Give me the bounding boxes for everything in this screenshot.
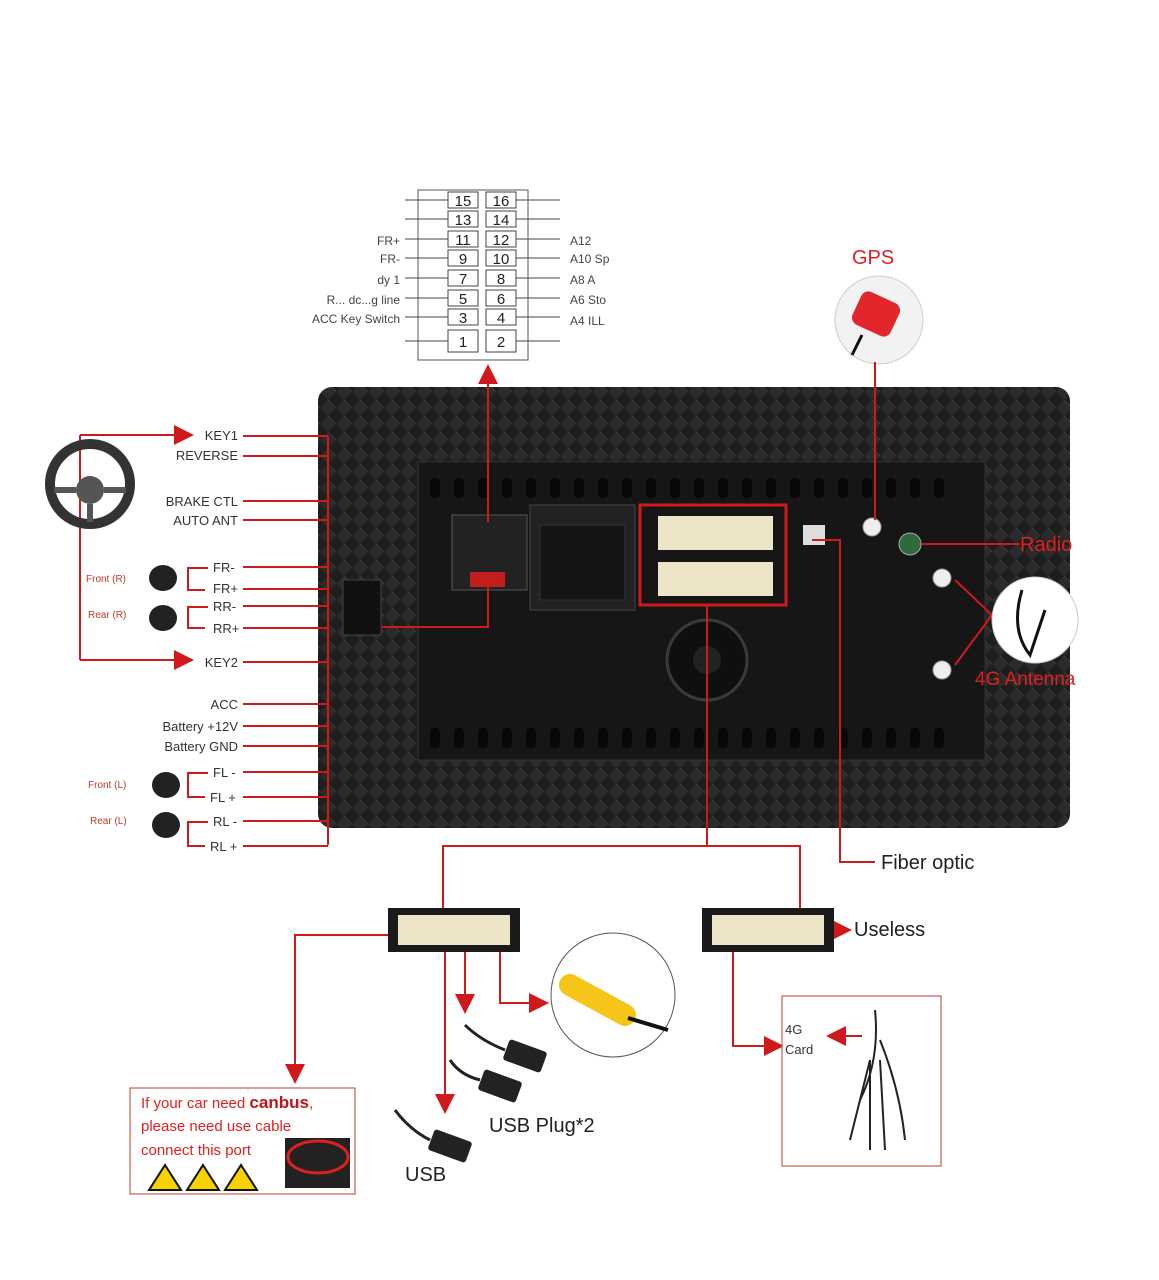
wire-label: FR-	[213, 560, 235, 575]
wire-label: FR+	[213, 581, 238, 596]
wire-label: ACC	[211, 697, 238, 712]
usb-plug-icon	[428, 1039, 547, 1163]
canbus-note: If your car need canbus, please need use…	[129, 1087, 356, 1195]
pin-number: 10	[493, 251, 510, 268]
speaker-label: Rear (L)	[90, 816, 127, 827]
highlight-main-port	[638, 503, 788, 607]
canbus-line3: connect this port	[141, 1142, 252, 1159]
fiber-optic-label: Fiber optic	[881, 852, 974, 874]
pin-number: 15	[455, 193, 472, 210]
wire-label: Battery GND	[164, 739, 238, 754]
radio-label: Radio	[1020, 534, 1072, 556]
speaker-label: Rear (R)	[88, 610, 126, 621]
wire-label: RR+	[213, 621, 239, 636]
pin-number: 11	[455, 232, 471, 249]
card-4g-label: 4G	[785, 1022, 802, 1037]
svg-text:If your car need canbus,: If your car need canbus,	[141, 1093, 313, 1112]
wire-label: BRAKE CTL	[166, 494, 238, 509]
canbus-line2: please need use cable	[141, 1118, 291, 1135]
antenna-4g-label: 4G Antenna	[975, 669, 1076, 690]
pin-label-left: dy 1	[377, 273, 400, 287]
pin-number: 5	[459, 291, 467, 308]
usb-label: USB	[405, 1164, 446, 1186]
canbus-suffix: ,	[309, 1095, 313, 1112]
canbus-bold: canbus	[249, 1093, 309, 1112]
wire-label: KEY1	[205, 428, 238, 443]
pin-label-left: FR-	[380, 252, 400, 266]
pin-number: 4	[497, 310, 505, 327]
canbus-line1: If your car need	[141, 1095, 249, 1112]
useless-label: Useless	[854, 919, 925, 941]
pin-number: 6	[497, 291, 505, 308]
card-4g-box	[781, 995, 942, 1167]
pin-number: 16	[493, 193, 510, 210]
wire-label: FL +	[210, 790, 236, 805]
wire-label: KEY2	[205, 655, 238, 670]
pin-number: 12	[493, 232, 510, 249]
cable-harness-icon	[849, 1009, 906, 1151]
pin-label-right: A12	[570, 234, 592, 248]
pin-label-left: FR+	[377, 234, 400, 248]
pin-label-right: A8 A	[570, 273, 595, 287]
speaker-icon	[149, 565, 180, 838]
usb-plug-label: USB Plug*2	[489, 1115, 595, 1137]
pin-number: 8	[497, 271, 505, 288]
pin-label-right: A6 Sto	[570, 293, 606, 307]
steering-wheel-icon	[45, 439, 135, 529]
pin-label-right: A4 ILL	[570, 314, 605, 328]
pin-label-right: A10 Sp	[570, 252, 610, 266]
wire-label: Battery +12V	[162, 719, 238, 734]
wire-label: REVERSE	[176, 448, 238, 463]
wire-label: RL +	[210, 839, 237, 854]
pin-number: 1	[459, 334, 467, 351]
pin-label-left: ACC Key Switch	[312, 312, 400, 326]
connector-pinout: 15 13 11 9 7 5 3 1 16 14 12 10 8 6 4 2 FR+ FR- dy 1 R..…	[312, 189, 610, 361]
pin-number: 7	[459, 271, 467, 288]
pin-number: 9	[459, 251, 467, 268]
wire-label: RR-	[213, 599, 236, 614]
gps-label: GPS	[852, 247, 894, 269]
head-unit-rear-panel	[318, 387, 1070, 828]
speaker-label: Front (R)	[86, 574, 126, 585]
wire-label: FL -	[213, 765, 236, 780]
pin-number: 3	[459, 310, 467, 327]
card-4g-label: Card	[785, 1042, 813, 1057]
pin-number: 13	[455, 212, 472, 229]
warning-icon	[147, 1163, 259, 1191]
speaker-label: Front (L)	[88, 780, 126, 791]
pin-number: 14	[493, 212, 510, 229]
pin-number: 2	[497, 334, 505, 351]
wire-label: AUTO ANT	[173, 513, 238, 528]
pin-label-left: R... dc...g line	[327, 293, 401, 307]
wire-label: RL -	[213, 814, 237, 829]
antenna-4g-icon	[991, 576, 1079, 664]
rca-plug-icon	[550, 932, 676, 1058]
